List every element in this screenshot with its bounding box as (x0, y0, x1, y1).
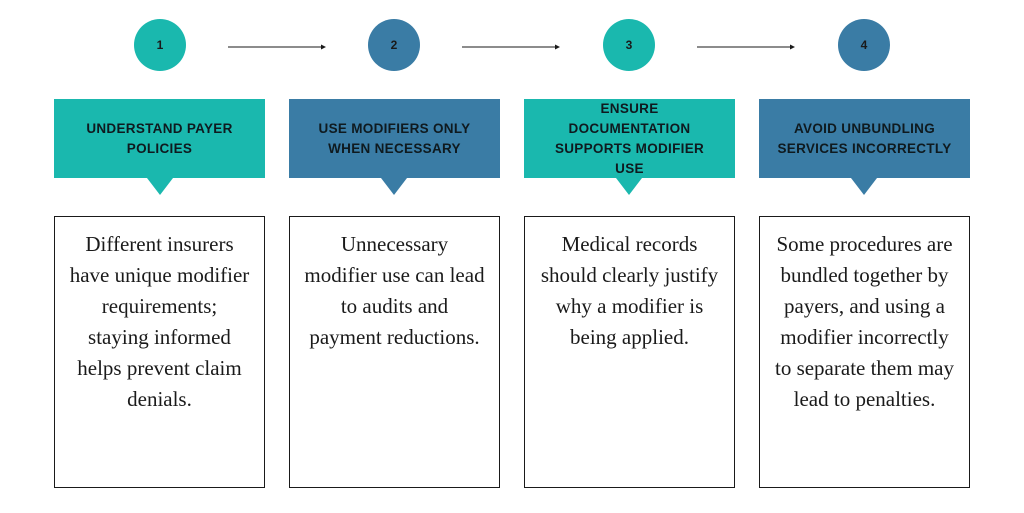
step-3-title-banner: ENSURE DOCUMENTATION SUPPORTS MODIFIER U… (524, 99, 735, 178)
step-3-number: 3 (625, 38, 633, 52)
step-1-title-banner: UNDERSTAND PAYER POLICIES (54, 99, 265, 178)
step-2-title: USE MODIFIERS ONLY WHEN NECESSARY (318, 120, 471, 156)
step-1-description-card: Different insurers have unique modifier … (54, 216, 265, 488)
step-3-title: ENSURE DOCUMENTATION SUPPORTS MODIFIER U… (554, 100, 705, 176)
step-4-banner-pointer (851, 178, 877, 195)
step-3-number-circle: 3 (603, 19, 655, 71)
step-1-number: 1 (156, 38, 164, 52)
step-3-banner-pointer (616, 178, 642, 195)
step-4-title: AVOID UNBUNDLING SERVICES INCORRECTLY (777, 120, 952, 156)
step-1-title: UNDERSTAND PAYER POLICIES (86, 120, 233, 156)
step-1-to-2-arrow (228, 44, 326, 50)
step-1-number-circle: 1 (134, 19, 186, 71)
step-2-to-3-arrow (462, 44, 560, 50)
step-2-number-circle: 2 (368, 19, 420, 71)
step-3-description-card: Medical records should clearly justify w… (524, 216, 735, 488)
step-4-description: Some procedures are bundled together by … (774, 232, 954, 411)
step-4-number-circle: 4 (838, 19, 890, 71)
step-2-description-card: Unnecessary modifier use can lead to aud… (289, 216, 500, 488)
step-2-title-banner: USE MODIFIERS ONLY WHEN NECESSARY (289, 99, 500, 178)
step-1-description: Different insurers have unique modifier … (69, 232, 250, 411)
step-1-banner-pointer (147, 178, 173, 195)
step-4-number: 4 (860, 38, 868, 52)
step-4-title-banner: AVOID UNBUNDLING SERVICES INCORRECTLY (759, 99, 970, 178)
step-3-description: Medical records should clearly justify w… (540, 232, 719, 349)
step-2-banner-pointer (381, 178, 407, 195)
step-4-description-card: Some procedures are bundled together by … (759, 216, 970, 488)
step-3-to-4-arrow (697, 44, 795, 50)
step-2-description: Unnecessary modifier use can lead to aud… (304, 232, 485, 349)
step-2-number: 2 (390, 38, 398, 52)
